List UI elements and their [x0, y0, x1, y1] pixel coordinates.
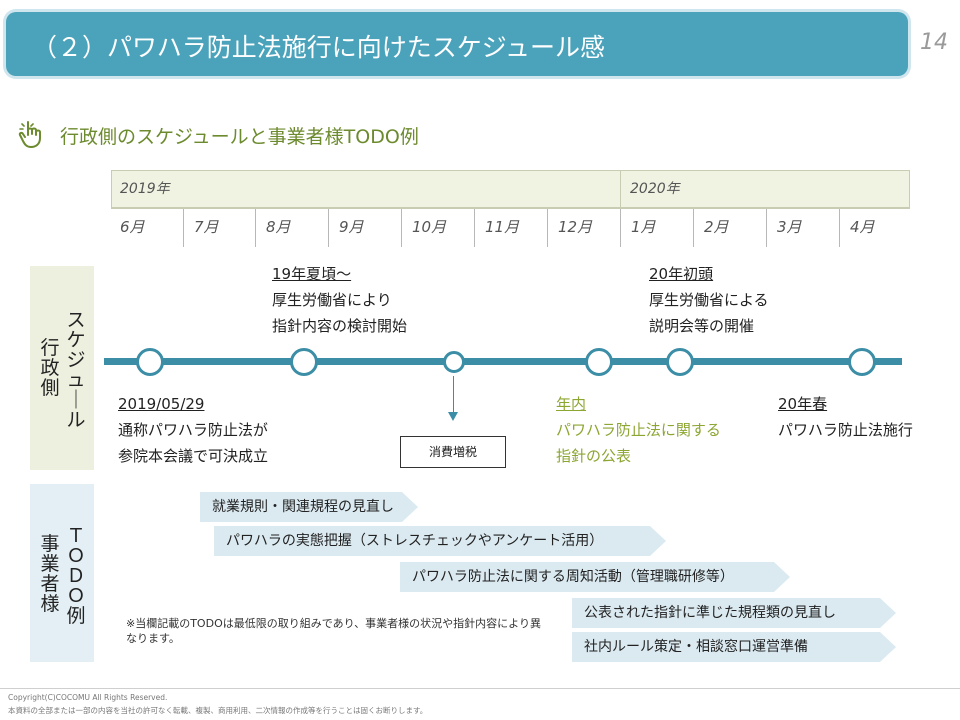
- event-text: パワハラ防止法に関する: [556, 421, 721, 439]
- section-title: 行政側のスケジュールと事業者様TODO例: [60, 126, 419, 148]
- todo-item: 社内ルール策定・相談窓口運営準備: [572, 632, 896, 662]
- month-tick: [255, 209, 256, 247]
- month-tick: [183, 209, 184, 247]
- timeline-node: [290, 348, 318, 376]
- year-divider: [620, 170, 621, 208]
- year-label-2019: 2019年: [120, 181, 170, 197]
- gov-label-col2: 行政側: [40, 337, 60, 399]
- todo-row-label: [30, 484, 94, 662]
- event-date: 年内: [556, 395, 587, 413]
- event-text: 通称パワハラ防止法が: [118, 421, 268, 439]
- year-label-2020: 2020年: [630, 181, 680, 197]
- month-tick: [401, 209, 402, 247]
- month-tick: [693, 209, 694, 247]
- footer-divider: [0, 688, 960, 689]
- timeline-line: [104, 358, 902, 365]
- event-text: 参院本会議で可決成立: [118, 447, 269, 465]
- event-summer-2019: 19年夏頃～ 厚生労働省により 指針内容の検討開始: [272, 261, 407, 339]
- month-tick: [766, 209, 767, 247]
- event-2019-05-29: 2019/05/29 通称パワハラ防止法が 参院本会議で可決成立: [118, 391, 268, 469]
- title-bar: [6, 12, 908, 76]
- month-label: 8月: [266, 218, 291, 236]
- todo-item: パワハラの実態把握（ストレスチェックやアンケート活用）: [214, 526, 666, 556]
- month-tick: [474, 209, 475, 247]
- month-label: 3月: [777, 218, 802, 236]
- timeline-node: [136, 348, 164, 376]
- month-label: 10月: [412, 218, 447, 236]
- event-early-2020: 20年初頭 厚生労働省による 説明会等の開催: [649, 261, 769, 339]
- gov-row-label: [30, 266, 94, 470]
- month-label: 4月: [850, 218, 875, 236]
- todo-label-col2: 事業者様: [40, 533, 60, 615]
- event-text: 説明会等の開催: [649, 317, 755, 335]
- down-arrow-icon: [448, 412, 458, 421]
- month-tick: [839, 209, 840, 247]
- event-date: 19年夏頃～: [272, 265, 352, 283]
- event-date: 2019/05/29: [118, 395, 205, 413]
- timeline-node: [666, 348, 694, 376]
- gov-label-col1: スケジュ｜ル: [66, 309, 86, 431]
- event-text: 指針内容の検討開始: [272, 317, 408, 335]
- month-label: 6月: [120, 218, 145, 236]
- month-label: 2月: [704, 218, 729, 236]
- event-text: 厚生労働省による: [649, 291, 769, 309]
- timeline-node: [443, 351, 465, 373]
- pointing-hand-icon: [18, 121, 41, 148]
- month-label: 12月: [558, 218, 593, 236]
- month-label: 1月: [631, 218, 656, 236]
- timeline-header: [111, 170, 910, 208]
- month-label: 7月: [194, 218, 219, 236]
- page-title: （２）パワハラ防止法施行に向けたスケジュール感: [32, 33, 606, 62]
- tax-increase-box: 消費増税: [400, 436, 506, 468]
- event-text: パワハラ防止法施行: [778, 421, 913, 439]
- event-spring-2020: 20年春 パワハラ防止法施行: [778, 391, 913, 443]
- month-tick: [328, 209, 329, 247]
- month-label: 9月: [339, 218, 364, 236]
- todo-item: パワハラ防止法に関する周知活動（管理職研修等）: [400, 562, 790, 592]
- page-number: 14: [920, 30, 948, 55]
- todo-note: ※当欄記載のTODOは最低限の取り組みであり、事業者様の状況や指針内容により異な…: [126, 617, 541, 645]
- footer-copyright: Copyright(C)COCOMU All Rights Reserved.: [8, 693, 168, 702]
- event-date: 20年春: [778, 395, 828, 413]
- month-tick: [620, 209, 621, 247]
- footer-notice: 本資料の全部または一部の内容を当社の許可なく転載、複製、商用利用、二次情報の作成…: [8, 706, 428, 715]
- month-label: 11月: [485, 218, 520, 236]
- month-row-divider: [111, 208, 910, 209]
- event-within-year: 年内 パワハラ防止法に関する 指針の公表: [556, 391, 721, 469]
- event-text: 指針の公表: [556, 447, 632, 465]
- timeline-node: [585, 348, 613, 376]
- event-date: 20年初頭: [649, 265, 714, 283]
- timeline-node: [848, 348, 876, 376]
- todo-item: 就業規則・関連規程の見直し: [200, 492, 418, 522]
- event-text: 厚生労働省により: [272, 291, 392, 309]
- todo-item: 公表された指針に準じた規程類の見直し: [572, 598, 896, 628]
- arrow-line: [453, 376, 454, 416]
- month-tick: [547, 209, 548, 247]
